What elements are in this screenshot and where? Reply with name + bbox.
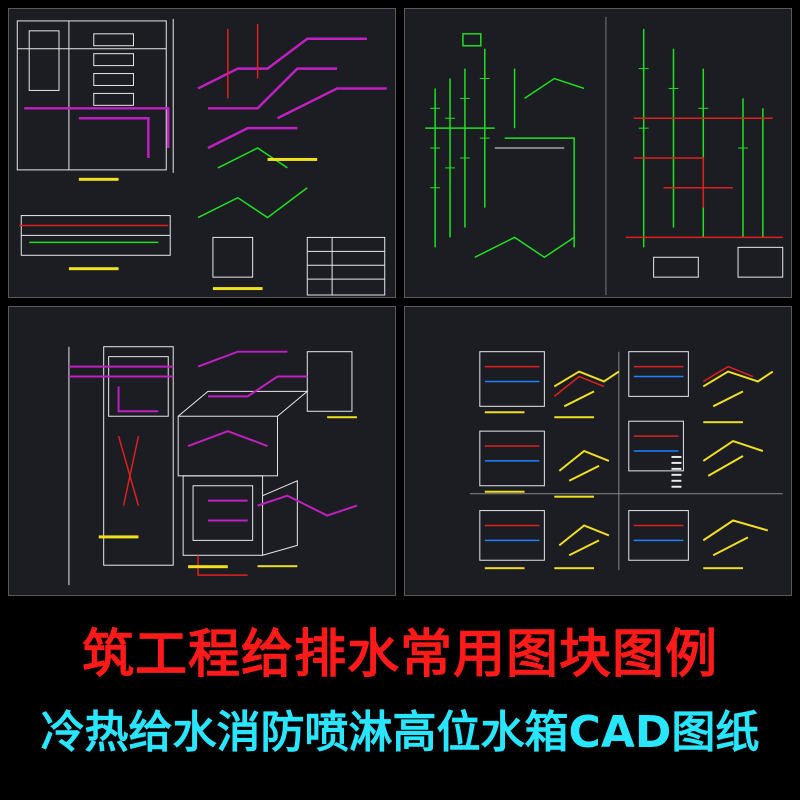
cad-drawing-risers-green-red <box>425 16 784 296</box>
banner-subtitle: 冷热给水消防喷淋高位水箱CAD图纸 <box>40 707 760 758</box>
cad-drawing-plan-magenta <box>16 18 387 296</box>
cad-panel-bottom-left <box>8 306 396 596</box>
banner-title: 筑工程给排水常用图块图例 <box>81 625 718 685</box>
cad-panel-bottom-right <box>404 306 792 596</box>
cad-drawing-isometric-yellow <box>469 351 783 571</box>
cad-panel-top-left <box>8 8 396 298</box>
cad-panel-top-right <box>404 8 792 298</box>
cad-drawing-system-magenta <box>68 346 358 586</box>
